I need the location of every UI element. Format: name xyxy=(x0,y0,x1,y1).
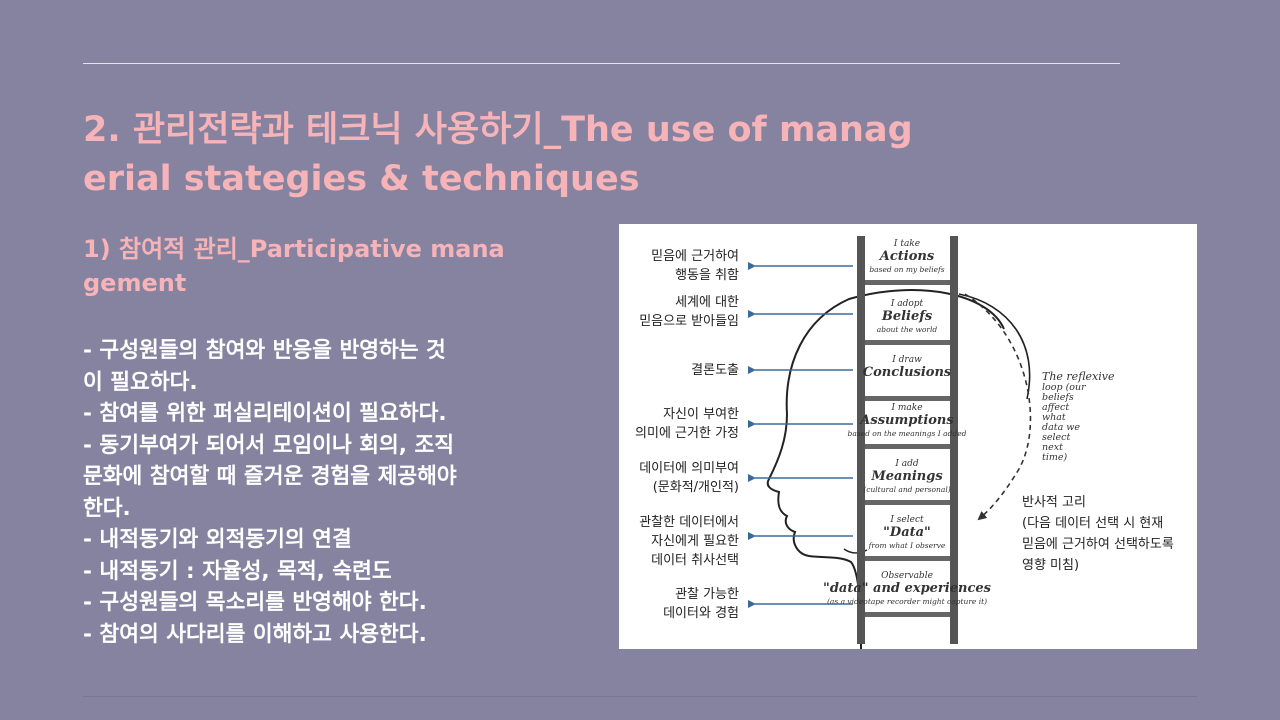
reflexive-loop-text: data we xyxy=(1042,422,1080,433)
rung-prefix: I adopt xyxy=(890,299,924,309)
left-label: 행동을 취함 xyxy=(675,267,739,283)
rung-detail: based on my beliefs xyxy=(869,265,944,274)
left-label: 세계에 대한 xyxy=(675,295,739,310)
left-label: 관찰한 데이터에서 xyxy=(639,515,739,530)
left-label: 데이터에 의미부여 xyxy=(639,461,739,476)
rung-prefix: I take xyxy=(893,239,920,249)
rung-prefix: Observable xyxy=(881,571,933,581)
ladder-rung xyxy=(865,612,950,617)
left-label: 관찰 가능한 xyxy=(675,587,739,602)
bullet-item: - 내적동기 : 자율성, 목적, 숙련도 xyxy=(83,558,392,584)
bullet-item: - 참여의 사다리를 이해하고 사용한다. xyxy=(83,621,427,647)
reflexive-caption: 반사적 고리 xyxy=(1022,495,1086,510)
reflexive-loop-text: The reflexive xyxy=(1042,370,1115,383)
bullet-list: - 구성원들의 참여와 반응을 반영하는 것 이 필요하다. - 참여를 위한 … xyxy=(83,335,603,650)
reflexive-caption: (다음 데이터 선택 시 현재 xyxy=(1022,516,1163,531)
head-back xyxy=(958,293,1031,400)
rung-title: "Data" xyxy=(883,525,931,540)
ladder-right-rail xyxy=(950,236,958,644)
rung-detail: about the world xyxy=(877,325,938,334)
reflexive-loop-text: what xyxy=(1042,412,1066,423)
reflexive-loop-text: affect xyxy=(1042,402,1069,413)
ladder-rung xyxy=(865,500,950,505)
rung-prefix: I make xyxy=(890,403,922,413)
rung-title: Actions xyxy=(878,249,935,264)
rung-detail: (cultural and personal) xyxy=(863,485,950,494)
rung-title: Beliefs xyxy=(881,309,933,324)
slide-title: 2. 관리전략과 테크닉 사용하기_The use of manag erial… xyxy=(83,110,913,199)
left-label: 자신이 부여한 xyxy=(663,407,739,422)
head-silhouette xyxy=(766,289,1005,649)
reflexive-loop-text: next xyxy=(1042,442,1063,453)
top-divider xyxy=(83,63,1120,64)
left-label: 결론도출 xyxy=(691,363,739,378)
bottom-divider xyxy=(83,696,1197,697)
left-label: 데이터 취사선택 xyxy=(651,553,739,568)
ladder-rung xyxy=(865,340,950,345)
bullet-item: - 참여를 위한 퍼실리테이션이 필요하다. xyxy=(83,401,447,426)
reflexive-loop-text: select xyxy=(1042,432,1070,443)
reflexive-loop-text: loop (our xyxy=(1042,382,1087,393)
left-label: (문화적/개인적) xyxy=(653,480,739,495)
ladder-rung xyxy=(865,556,950,561)
rung-title: Meanings xyxy=(870,469,943,484)
rung-prefix: I draw xyxy=(891,355,922,365)
reflexive-caption: 믿음에 근거하여 선택하도록 xyxy=(1022,537,1174,552)
rung-detail: (as a videotape recorder might capture i… xyxy=(827,597,987,606)
rung-title: Assumptions xyxy=(858,413,954,428)
rung-detail: based on the meanings I added xyxy=(848,429,967,438)
section-subtitle: 1) 참여적 관리_Participative mana gement xyxy=(83,235,505,297)
ladder-rung xyxy=(865,444,950,449)
rung-prefix: I select xyxy=(889,515,924,525)
reflexive-loop-text: beliefs xyxy=(1042,392,1074,403)
bullet-item: - 구성원들의 참여와 반응을 반영하는 것 이 필요하다. xyxy=(83,338,446,395)
left-label: 믿음에 근거하여 xyxy=(651,249,739,264)
left-label: 의미에 근거한 가정 xyxy=(635,426,739,441)
reflexive-caption: 영향 미침) xyxy=(1022,558,1079,573)
left-label: 믿음으로 받아들임 xyxy=(639,314,739,329)
rung-title: "data" and experiences xyxy=(823,581,992,596)
ladder-rung xyxy=(865,280,950,285)
rung-detail: from what I observe xyxy=(868,541,946,550)
left-label: 자신에게 필요한 xyxy=(651,534,739,549)
bullet-item: - 구성원들의 목소리를 반영해야 한다. xyxy=(83,590,427,615)
bullet-item: - 내적동기와 외적동기의 연결 xyxy=(83,527,352,552)
reflexive-loop-arrow xyxy=(964,293,1032,521)
rung-title: Conclusions xyxy=(863,365,952,380)
left-label: 데이터와 경험 xyxy=(663,606,739,621)
ladder-rung xyxy=(865,396,950,401)
bullet-item: - 동기부여가 되어서 모임이나 회의, 조직 문화에 참여할 때 즐거운 경험… xyxy=(83,432,457,521)
ladder-left-rail xyxy=(857,236,865,644)
reflexive-loop-text: time) xyxy=(1042,452,1067,463)
rung-prefix: I add xyxy=(894,459,919,469)
